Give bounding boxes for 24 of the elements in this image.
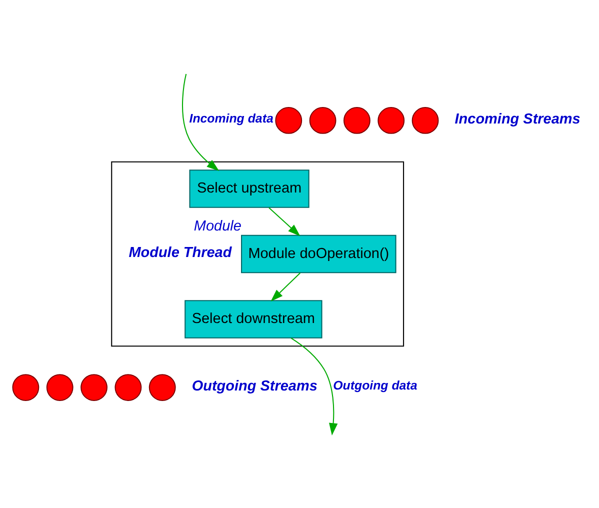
arrow: [268, 207, 300, 236]
label: Outgoing Streams: [192, 378, 318, 394]
node-circle: [275, 107, 302, 134]
node-circle: [80, 374, 108, 401]
arrow: [290, 338, 338, 436]
node-label: Module: [194, 218, 242, 234]
node-box: Select downstream: [184, 300, 322, 338]
edge-label: Outgoing data: [333, 378, 418, 393]
node-circle: [309, 107, 336, 134]
label: Incoming Streams: [454, 111, 580, 128]
node-circle: [114, 374, 142, 401]
node-circle: [46, 374, 74, 401]
label: Module Thread: [128, 244, 232, 261]
cluster: [111, 161, 404, 347]
node-circle: [148, 374, 176, 401]
node-box: Module doOperation(): [241, 234, 396, 274]
node-circle: [378, 107, 405, 134]
edge-label: Incoming data: [189, 112, 274, 126]
node-circle: [412, 107, 439, 134]
arrow: [270, 272, 300, 302]
node-box: Select upstream: [189, 170, 310, 208]
node-circle: [12, 374, 40, 401]
arrow: [182, 74, 220, 172]
node-circle: [344, 107, 370, 134]
